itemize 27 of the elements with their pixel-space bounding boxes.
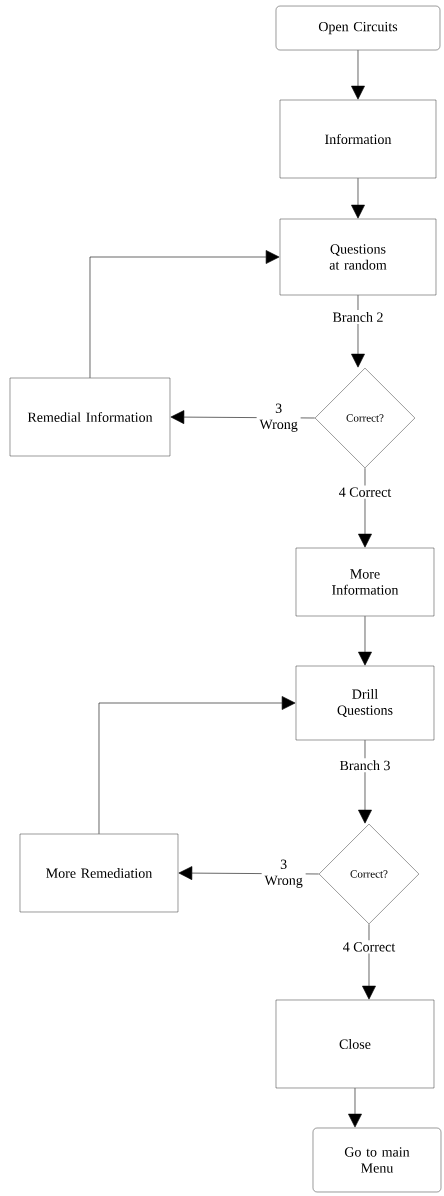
edge-label: 3 Wrong: [261, 857, 306, 890]
edge-label: Branch 2: [330, 310, 386, 324]
edge-label: 4 Correct: [340, 940, 398, 954]
arrow: [178, 866, 320, 880]
process-box: More Information: [295, 547, 435, 617]
arrow: [358, 467, 372, 548]
edge-label: 4 Correct: [336, 485, 394, 499]
arrow: [348, 1087, 362, 1128]
arrow: [351, 294, 365, 368]
arrow: [358, 739, 372, 824]
edge-label: 3 Wrong: [256, 401, 301, 434]
process-box: More Remediation: [19, 833, 179, 913]
arrow: [358, 615, 372, 666]
process-box: Close: [275, 999, 435, 1089]
arrow: [362, 923, 376, 1000]
terminal-box: Go to main Menu: [312, 1127, 442, 1193]
process-box: Questions at random: [279, 218, 437, 296]
arrow: [89, 250, 280, 379]
arrow: [170, 410, 316, 424]
arrow: [98, 696, 296, 835]
process-box: Drill Questions: [295, 665, 435, 741]
edge-label: Branch 3: [337, 758, 393, 773]
arrow: [351, 49, 365, 100]
arrow: [351, 177, 365, 219]
process-box: Remedial Information: [9, 377, 171, 457]
terminal-box: Open Circuits: [275, 5, 441, 51]
process-box: Information: [279, 99, 437, 179]
